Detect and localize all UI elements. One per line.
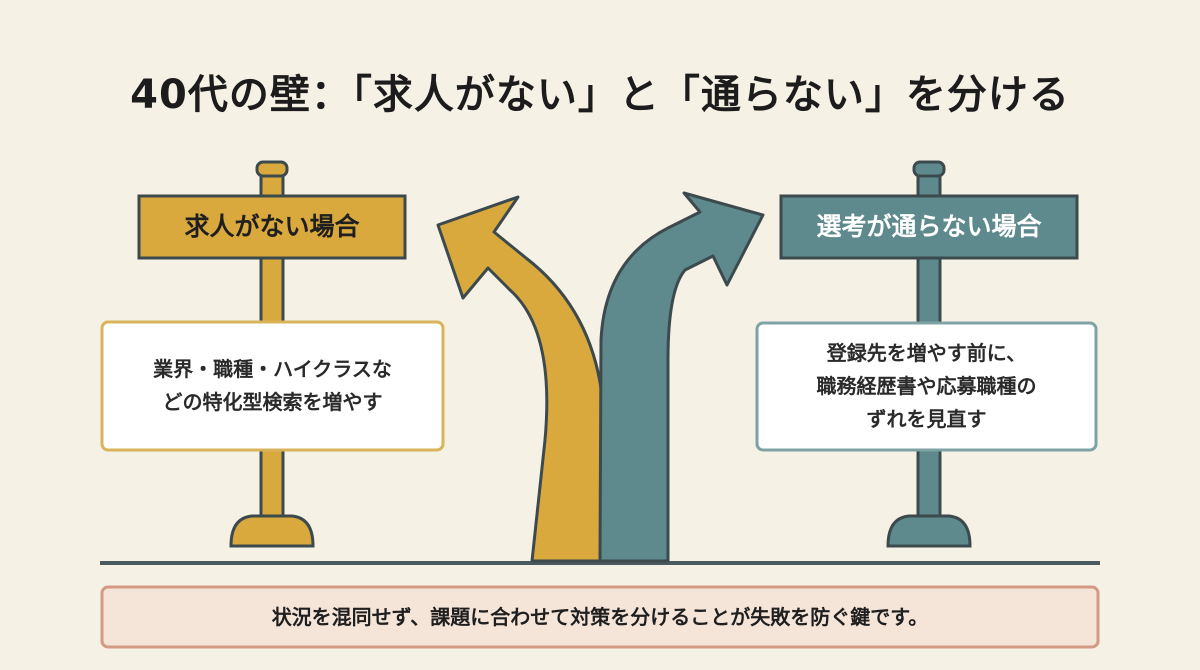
right-note-box — [755, 321, 1098, 452]
right-note: 登録先を増やす前に、 職務経歴書や応募職種の ずれを見直す — [757, 323, 1096, 450]
right-sign-board — [779, 194, 1079, 260]
footer-box — [100, 585, 1100, 649]
right-signpost — [779, 160, 1079, 548]
right-sign-label: 選考が通らない場合 — [816, 212, 1042, 241]
left-note: 業界・職種・ハイクラスな どの特化型検索を増やす — [102, 322, 443, 450]
left-sign-board — [137, 194, 407, 260]
page-title: 40代の壁：「求人がない」と「通らない」を分ける — [130, 72, 1070, 118]
right-arrow — [598, 191, 765, 563]
footer-message: 状況を混同せず、課題に合わせて対策を分けることが失敗を防ぐ鍵です。 — [271, 605, 929, 629]
left-note-text: 業界・職種・ハイクラスな どの特化型検索を増やす — [153, 357, 392, 414]
right-note-text: 登録先を増やす前に、 職務経歴書や応募職種の ずれを見直す — [816, 341, 1037, 431]
left-arrow — [436, 195, 606, 563]
left-note-box — [100, 320, 445, 452]
left-sign-label: 求人がない場合 — [184, 212, 360, 241]
